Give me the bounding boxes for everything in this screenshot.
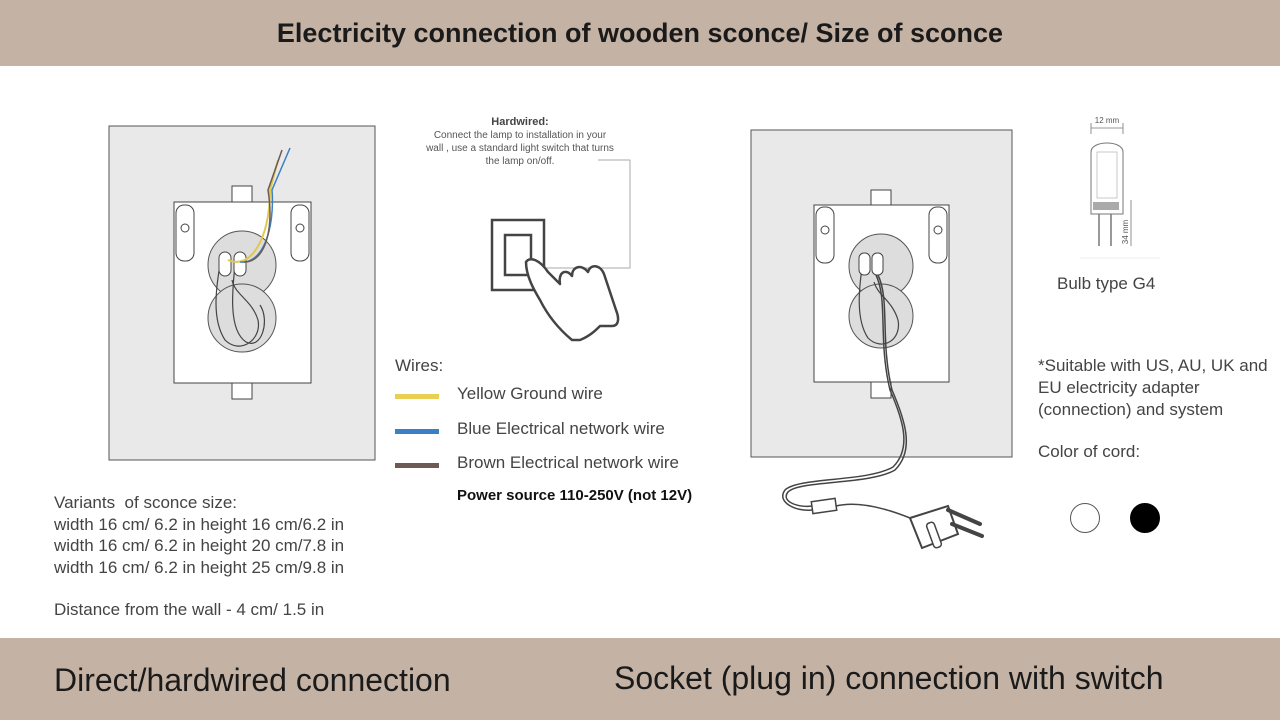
wire-legend-label: Yellow Ground wire (457, 384, 603, 403)
brown-wire-swatch (395, 463, 439, 468)
blue-wire-swatch (395, 429, 439, 434)
hand-pressing-icon (524, 258, 620, 342)
size-variant: width 16 cm/ 6.2 in height 16 cm/6.2 in (54, 514, 345, 534)
hardwired-title: Hardwired: (491, 116, 549, 128)
yellow-wire-swatch (395, 394, 439, 399)
cord-color-black-swatch[interactable] (1130, 503, 1160, 533)
wall-distance: Distance from the wall - 4 cm/ 1.5 in (54, 600, 325, 619)
page-title: Electricity connection of wooden sconce/… (276, 18, 1004, 48)
compatibility-note: *Suitable with US, AU, UK and EU electri… (1038, 356, 1268, 419)
hardwired-connection-label: Direct/hardwired connection (54, 662, 451, 698)
size-variants-heading: Variants of sconce size: (54, 493, 237, 512)
footer-band (0, 638, 1280, 720)
size-variants: Variants of sconce size: width 16 cm/ 6.… (54, 492, 344, 578)
cord-color-heading: Color of cord: (1038, 442, 1141, 461)
size-variant: width 16 cm/ 6.2 in height 20 cm/7.8 in (54, 536, 345, 555)
g4-bulb-icon (1080, 123, 1160, 259)
wire-legend-label: Brown Electrical network wire (457, 453, 680, 472)
wires-heading: Wires: (395, 356, 444, 375)
bulb-height-label: 34 mm (1121, 219, 1130, 244)
bulb-type-caption: Bulb type G4 (1057, 274, 1156, 293)
wire-legend-label: Blue Electrical network wire (457, 419, 665, 438)
power-plug-icon (908, 504, 984, 550)
power-source-note: Power source 110-250V (not 12V) (457, 487, 693, 504)
bulb-width-label: 12 mm (1095, 116, 1120, 125)
header-band (0, 0, 1280, 66)
hardwired-sconce-diagram (108, 125, 376, 461)
light-switch-icon (490, 159, 631, 292)
cord-color-white-swatch[interactable] (1070, 503, 1100, 533)
size-variant: width 16 cm/ 6.2 in height 25 cm/9.8 in (54, 557, 345, 577)
socket-connection-label: Socket (plug in) connection with switch (614, 660, 1164, 696)
plug-in-sconce-diagram (750, 129, 1013, 519)
hardwired-description: Connect the lamp to installation in your… (426, 130, 614, 167)
